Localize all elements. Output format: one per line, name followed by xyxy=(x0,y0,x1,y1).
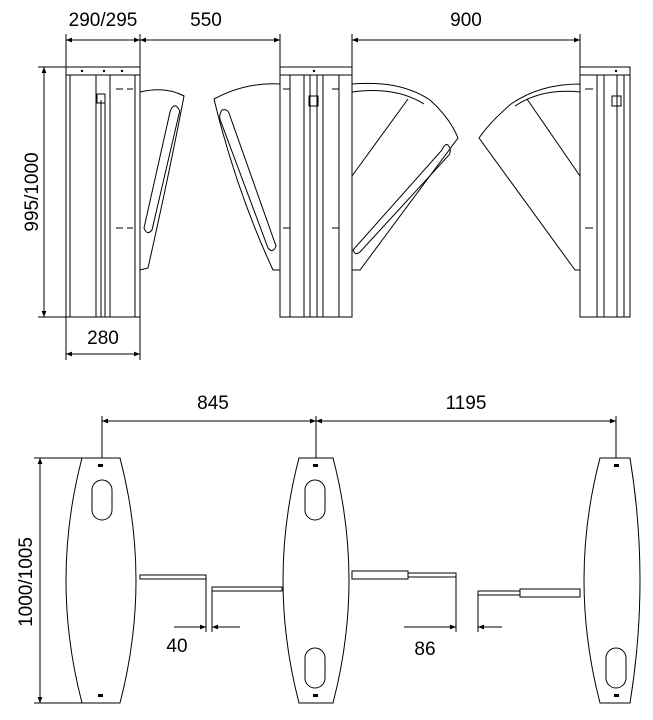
dimension-pillar-height: 995/1000 xyxy=(22,66,66,318)
label-pillar-height: 995/1000 xyxy=(22,152,43,231)
barrier-arms-right xyxy=(351,570,581,598)
flap-left-end xyxy=(139,89,185,271)
dimension-flap-gap-wide: 86 xyxy=(404,577,502,660)
label-plan-length: 1000/1005 xyxy=(16,537,37,627)
plan-pillar-center xyxy=(282,457,350,704)
flap-right-end xyxy=(478,83,581,271)
pillar-center xyxy=(279,66,353,318)
label-pitch-left: 845 xyxy=(197,393,229,414)
pillar-left-end xyxy=(65,66,141,318)
plan-view: 845 1195 1000/1005 40 xyxy=(16,393,641,704)
front-elevation-view: 290/295 550 900 995/1000 280 xyxy=(22,10,631,360)
plan-pillar-left xyxy=(65,457,137,704)
dimension-pitch-left: 845 xyxy=(101,393,317,458)
label-pillar-base: 280 xyxy=(87,328,119,349)
label-flap-gap-wide: 86 xyxy=(414,639,435,660)
label-pitch-right: 1195 xyxy=(446,393,487,414)
flap-center-left xyxy=(213,83,281,271)
dimension-pitch-right: 1195 xyxy=(316,393,617,458)
dimension-gap-wide: 900 xyxy=(351,10,581,67)
label-gap-wide: 900 xyxy=(450,10,482,31)
barrier-arms-left xyxy=(139,574,283,592)
dimension-flap-gap-closed: 40 xyxy=(166,579,240,657)
dimension-gap-side: 550 xyxy=(140,10,281,67)
dimension-pillar-width-top: 290/295 xyxy=(65,10,141,67)
dimension-pillar-base: 280 xyxy=(65,317,141,360)
flap-center-right xyxy=(351,82,459,271)
label-pillar-width-top: 290/295 xyxy=(69,10,138,31)
label-flap-gap-closed: 40 xyxy=(166,636,187,657)
label-gap-side: 550 xyxy=(190,10,222,31)
dimension-plan-length: 1000/1005 xyxy=(16,457,82,704)
plan-pillar-right xyxy=(583,457,641,704)
pillar-right-end xyxy=(579,66,631,318)
